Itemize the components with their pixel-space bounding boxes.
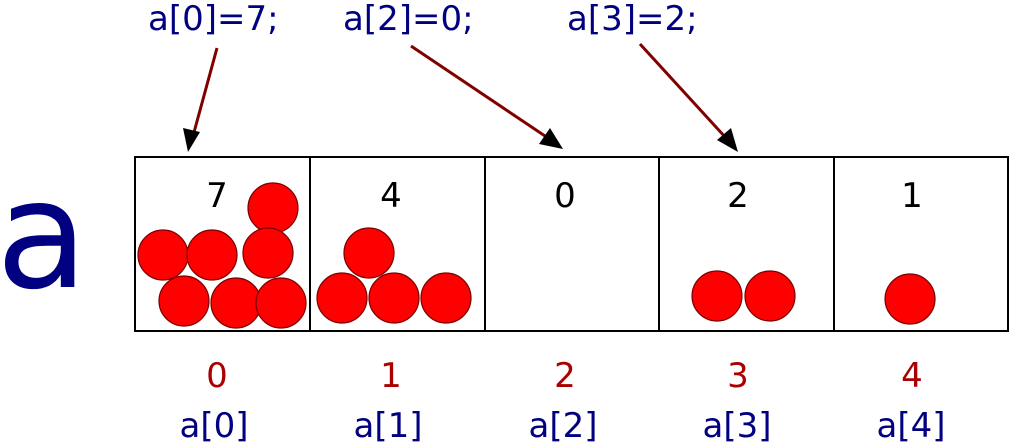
cell-index: 2 xyxy=(554,356,576,396)
arrow-a0 xyxy=(191,47,219,137)
arrow-head-a3 xyxy=(717,128,738,152)
cell-label: a[2] xyxy=(529,406,598,445)
ball xyxy=(744,270,796,322)
arrow-head-a0 xyxy=(183,128,200,152)
assignment-a0: a[0]=7; xyxy=(148,0,279,39)
ball xyxy=(255,277,307,329)
cell-index: 0 xyxy=(206,356,228,396)
cell-index: 3 xyxy=(727,356,749,396)
cell-value: 4 xyxy=(380,176,402,216)
arrow-head-a2 xyxy=(539,128,563,149)
ball xyxy=(242,227,294,279)
cell-value: 1 xyxy=(901,176,923,216)
ball xyxy=(137,229,189,281)
cell-value: 0 xyxy=(554,176,576,216)
assignment-a2: a[2]=0; xyxy=(343,0,474,39)
ball xyxy=(368,272,420,324)
cell-label: a[1] xyxy=(354,406,423,445)
ball xyxy=(158,275,210,327)
array-cell xyxy=(484,156,660,332)
array-name: a xyxy=(0,149,88,323)
cell-value: 2 xyxy=(727,176,749,216)
cell-index: 1 xyxy=(380,356,402,396)
ball xyxy=(691,270,743,322)
ball xyxy=(343,227,395,279)
cell-label: a[3] xyxy=(703,406,772,445)
cell-label: a[0] xyxy=(180,406,249,445)
ball xyxy=(210,277,262,329)
cell-value: 7 xyxy=(206,176,228,216)
cell-label: a[4] xyxy=(877,406,946,445)
assignment-a3: a[3]=2; xyxy=(567,0,698,39)
cell-index: 4 xyxy=(901,356,923,396)
arrow-a3 xyxy=(638,42,728,140)
ball xyxy=(186,229,238,281)
ball xyxy=(884,273,936,325)
ball xyxy=(420,272,472,324)
ball xyxy=(247,182,299,234)
arrow-a2 xyxy=(410,44,546,138)
ball xyxy=(316,272,368,324)
